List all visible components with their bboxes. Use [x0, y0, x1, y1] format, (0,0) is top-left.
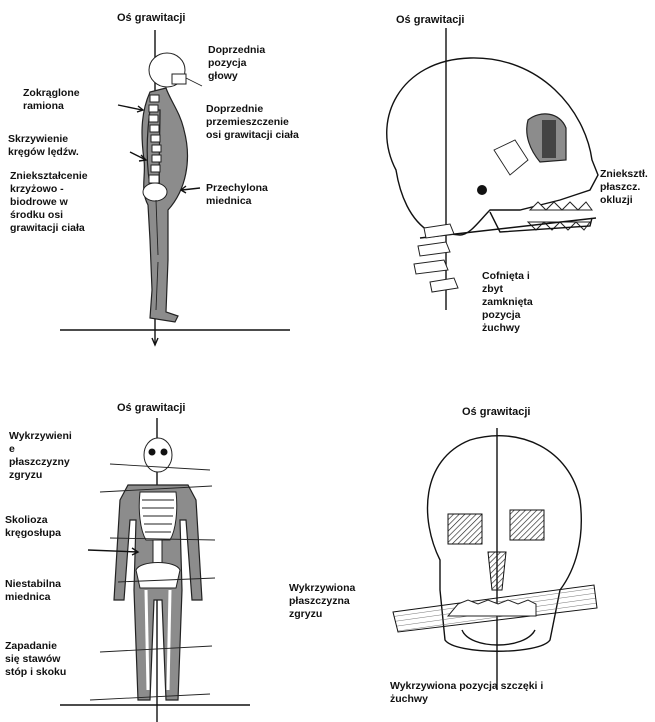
orbit-shade — [542, 120, 556, 158]
label-head-forward: Doprzednia pozycja głowy — [208, 44, 265, 83]
label-sacroiliac: Zniekształcenie krzyżowo - biodrowe w śr… — [10, 170, 88, 235]
label-joints: Zapadanie się stawów stóp i skoku — [5, 640, 66, 679]
teeth-row — [528, 202, 592, 230]
label-lumbar-curve: Skrzywienie kręgów lędźw. — [8, 133, 79, 159]
front-body-title: Oś grawitacji — [117, 402, 185, 414]
left-orbit — [448, 514, 482, 544]
label-forward-shift: Doprzednie przemieszczenie osi grawitacj… — [206, 103, 299, 142]
front-body-figure — [60, 418, 250, 722]
side-body-title: Oś grawitacji — [117, 12, 185, 24]
label-scoliosis: Skolioza kręgosłupa — [5, 514, 61, 540]
side-skull-figure — [387, 28, 598, 310]
front-skull-title: Oś grawitacji — [462, 406, 530, 418]
cervical-spine — [414, 224, 458, 292]
label-rounded-shoulders: Zokrąglone ramiona — [23, 87, 80, 113]
label-tilted-pelvis: Przechylona miednica — [206, 182, 268, 208]
label-plane: Wykrzywiona płaszczyzna zgryzu — [289, 582, 355, 621]
front-skull-figure — [393, 428, 597, 690]
right-orbit — [510, 510, 544, 540]
label-mandible: Cofnięta i zbyt zamknięta pozycja żuchwy — [482, 270, 533, 335]
pelvis-side — [143, 183, 167, 201]
label-jaw: Wykrzywiona pozycja szczęki i żuchwy — [390, 680, 543, 706]
label-pelvis: Niestabilna miednica — [5, 578, 61, 604]
side-skull-title: Oś grawitacji — [396, 14, 464, 26]
label-occlusion: Znieksztł. płaszcz. okluzji — [600, 168, 648, 207]
nasal-cavity — [488, 552, 506, 590]
front-pelvis — [136, 563, 180, 589]
jaw-joint — [477, 185, 487, 195]
front-teeth — [448, 600, 536, 616]
label-occlusal-plane: Wykrzywieni e płaszczyzny zgryzu — [9, 430, 72, 482]
